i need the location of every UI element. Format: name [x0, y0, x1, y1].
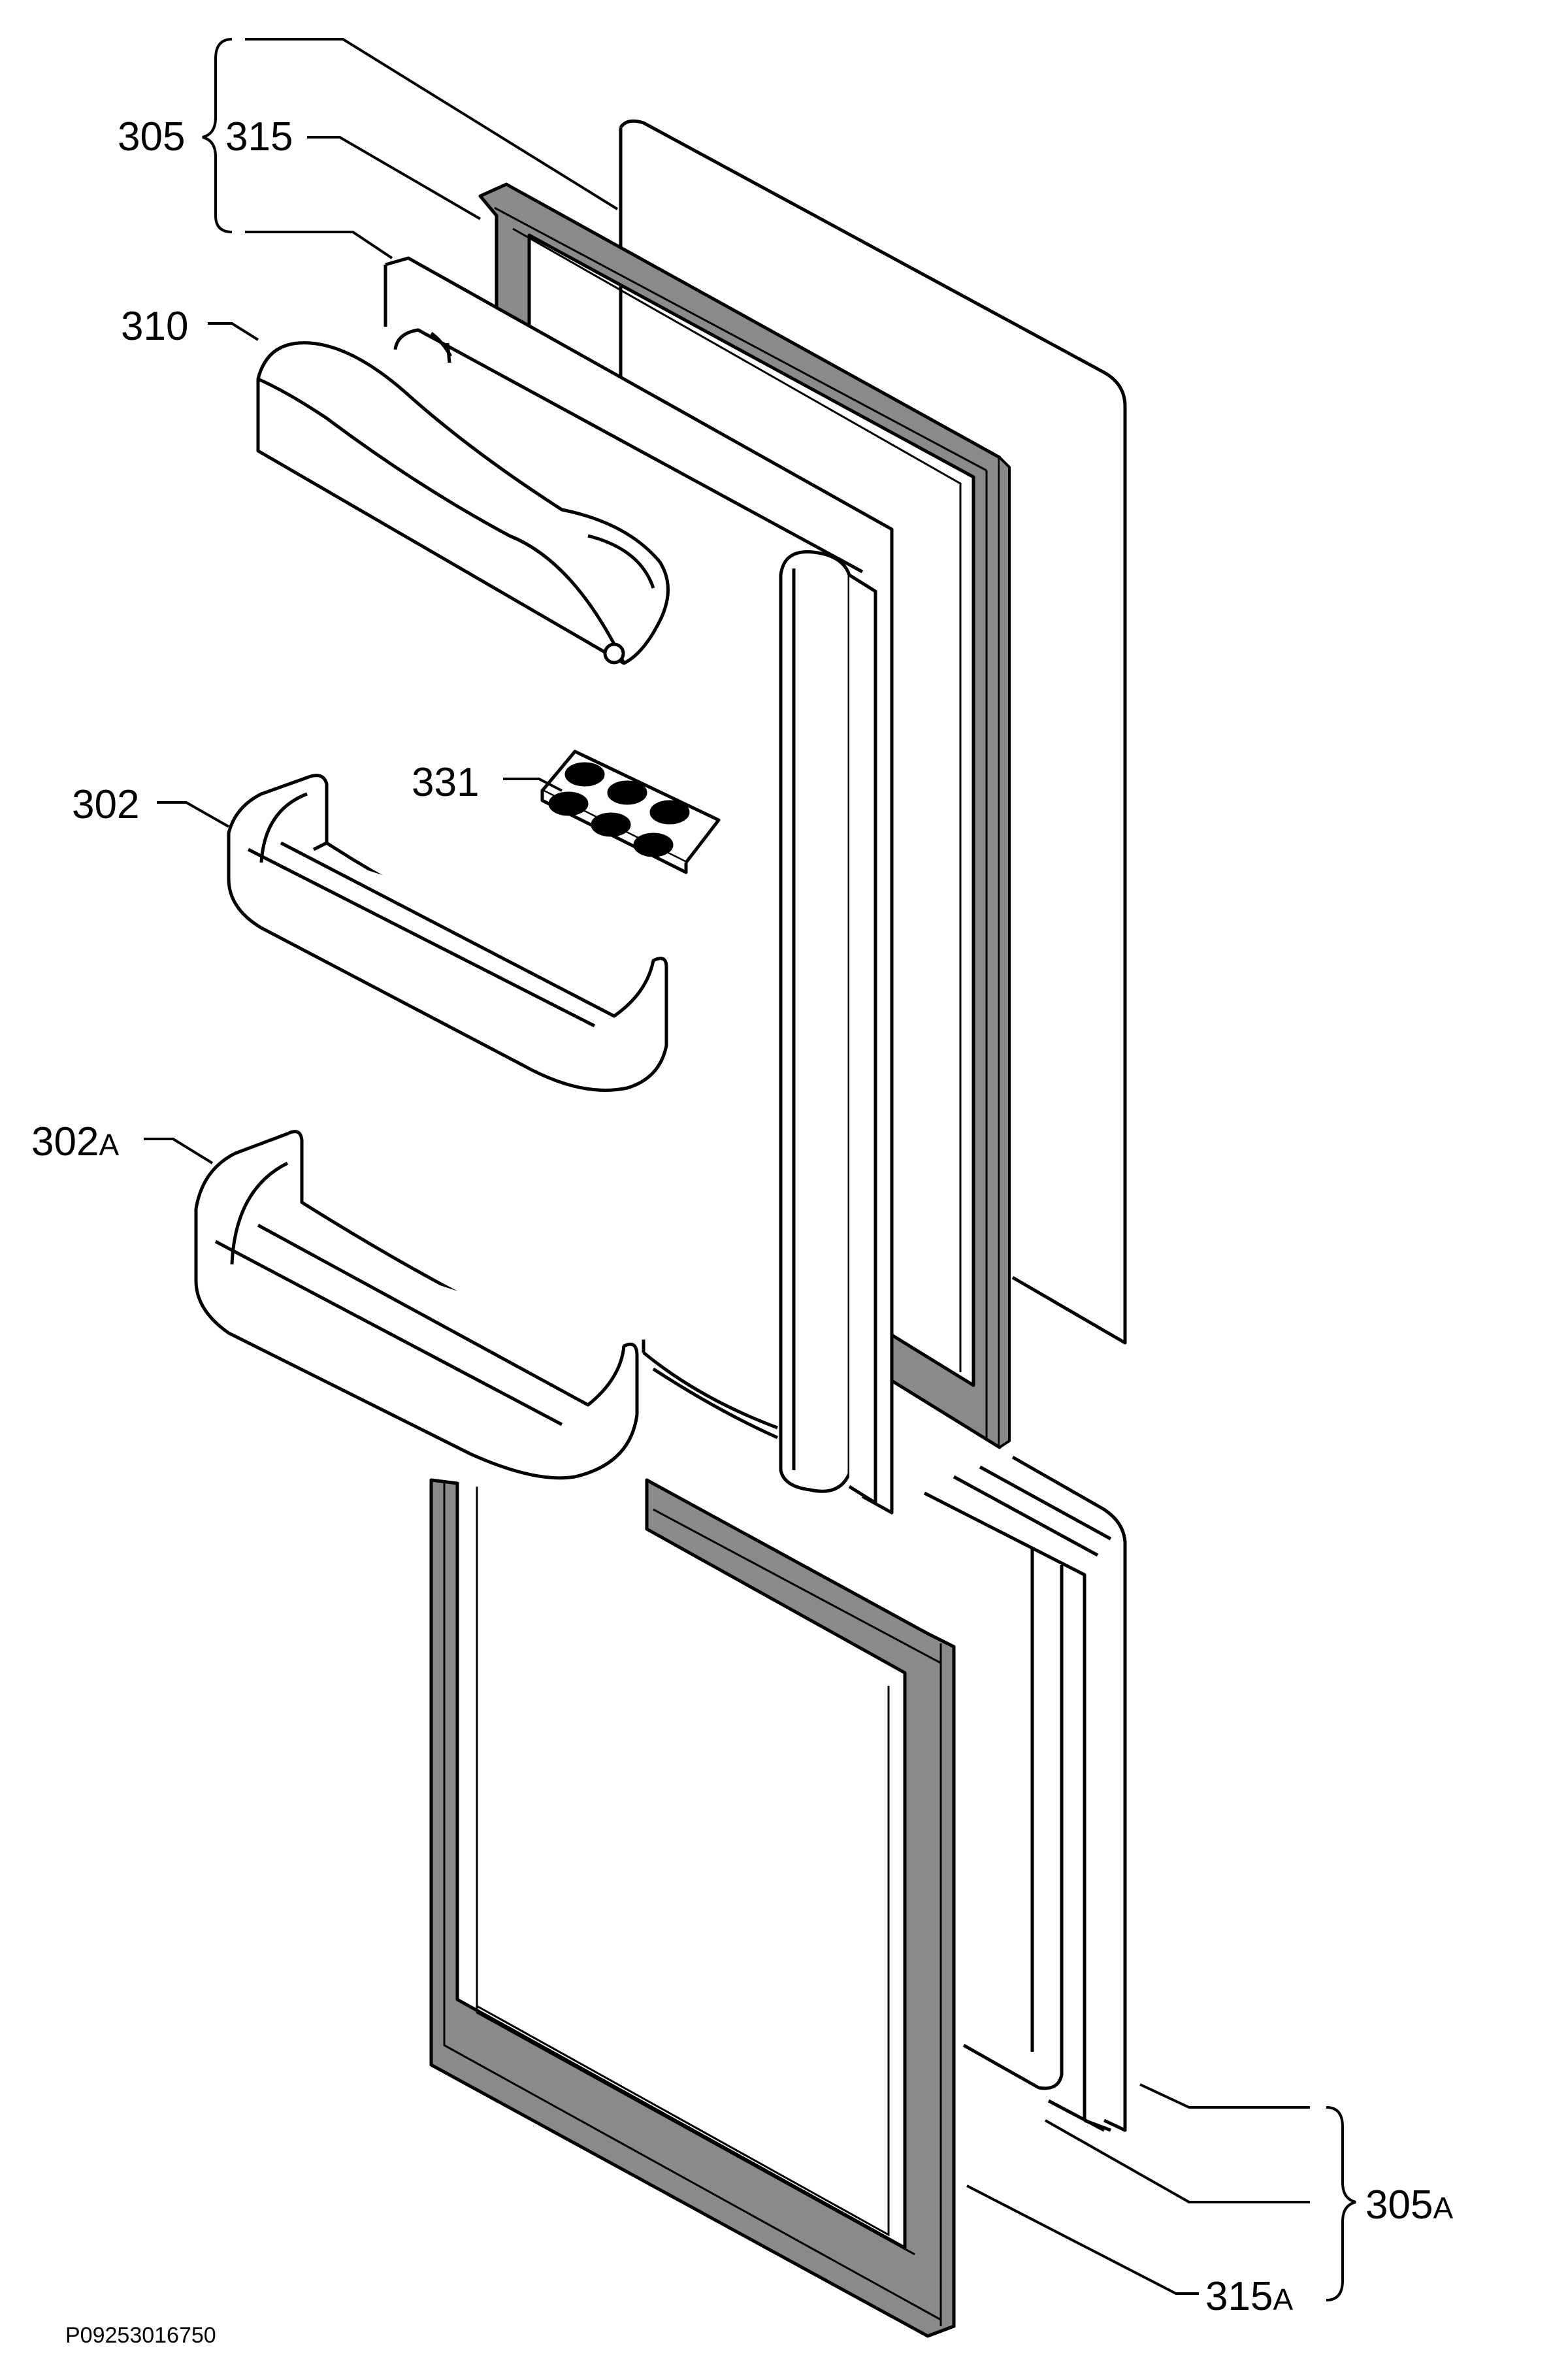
label-305a-number: 305	[1365, 2182, 1433, 2228]
label-315: 315	[225, 114, 293, 159]
lower-gasket-frame	[429, 1478, 956, 2338]
label-315a-number: 315	[1205, 2274, 1273, 2319]
label-305a-suffix: A	[1433, 2191, 1453, 2225]
label-302a-suffix: A	[99, 1128, 119, 1162]
label-302: 302	[72, 782, 139, 827]
lower-door-outer-panel	[923, 1455, 1127, 2132]
reference-code: P09253016750	[65, 2323, 216, 2348]
dairy-compartment-cover	[256, 341, 670, 665]
egg-tray	[540, 749, 721, 874]
door-shelf	[227, 774, 668, 1092]
label-305: 305	[118, 114, 185, 159]
label-305a: 305A	[1365, 2182, 1453, 2228]
label-302a-number: 302	[31, 1119, 99, 1164]
leader-lines	[144, 38, 1356, 2301]
label-315a-suffix: A	[1273, 2282, 1293, 2316]
label-310: 310	[121, 304, 188, 349]
door-shelf-lower	[194, 1130, 639, 1480]
upper-liner-side-rail	[779, 550, 877, 1505]
label-302a: 302A	[31, 1119, 119, 1164]
label-315a: 315A	[1205, 2274, 1293, 2319]
label-331: 331	[412, 760, 479, 805]
